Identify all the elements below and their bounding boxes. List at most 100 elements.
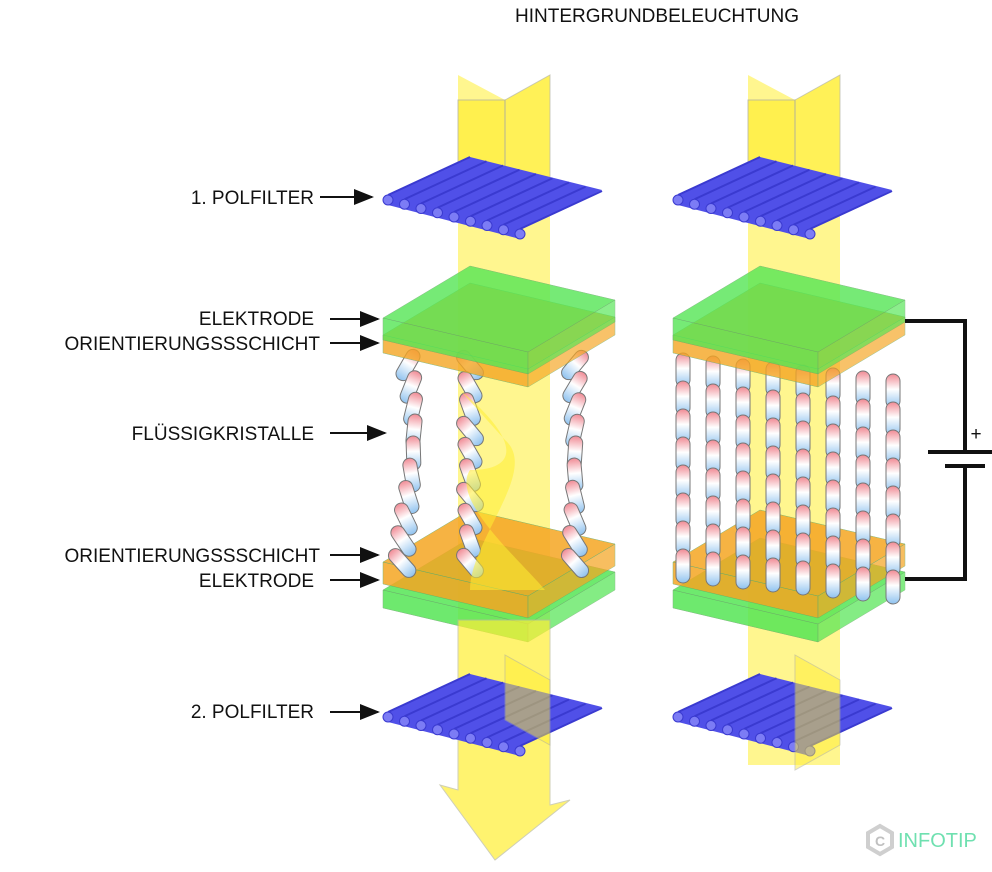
electrode-top-top	[382, 265, 616, 353]
polfilter-1-rod	[760, 177, 843, 218]
liquid-crystal	[675, 548, 691, 584]
polfilter-1-rod-end	[722, 207, 733, 219]
polfilter-1-rod-end	[738, 211, 750, 223]
stack-off-state	[382, 74, 616, 861]
liquid-crystal	[563, 502, 587, 536]
liquid-crystal	[563, 392, 587, 426]
polfilter-1-rod-end	[705, 203, 717, 214]
liquid-crystal	[855, 566, 871, 602]
polfilter-1-rod-end	[399, 198, 410, 210]
polfilter-2-rod	[677, 673, 761, 713]
label-orientierung-top: ORIENTIERUNGSSSCHICHT	[65, 334, 321, 355]
polfilter-2-rod-end	[498, 741, 509, 753]
polfilter-2-rod	[694, 677, 777, 718]
polfilter-1-rod-end	[771, 220, 783, 231]
labels: 1. POLFILTER ELEKTRODE ORIENTIERUNGSSSCH…	[65, 188, 387, 723]
polfilter-1-rod	[486, 181, 570, 222]
liquid-crystal	[457, 436, 483, 470]
polfilter-2-rod-end	[382, 711, 394, 723]
logo-text: INFOTIP	[898, 830, 977, 852]
liquid-crystal	[398, 479, 420, 515]
polfilter-1-rod-end	[465, 215, 476, 227]
polfilter-1-rod-end	[448, 211, 460, 223]
polfilter-1	[678, 157, 892, 239]
light-plane-output	[504, 654, 551, 746]
polfilter-2-rod-end	[738, 728, 750, 740]
polfilter-1-rod	[776, 181, 860, 222]
liquid-crystal	[457, 370, 483, 404]
polfilter-2-rod-end	[432, 724, 443, 736]
polfilter-1-rod	[453, 173, 537, 213]
polfilter-1-rod	[727, 168, 810, 209]
logo-hexagon-icon	[866, 823, 894, 857]
liquid-crystal	[390, 525, 417, 557]
polfilter-1-rod-end	[498, 224, 509, 236]
polfilter-1-rod-end	[804, 228, 816, 240]
liquid-crystal	[705, 551, 721, 587]
liquid-crystal	[885, 569, 901, 605]
liquid-crystal	[399, 370, 423, 404]
label-polfilter-1: 1. POLFILTER	[191, 188, 314, 209]
polfilter-1-rod	[519, 190, 603, 230]
polfilter-1	[388, 157, 602, 239]
polfilter-1-rod	[437, 168, 520, 209]
polfilter-1-rod	[793, 185, 876, 226]
liquid-crystal	[735, 554, 751, 590]
polfilter-2-rod-end	[399, 715, 410, 727]
polfilter-1-rod	[743, 173, 827, 213]
polfilter-1-rod	[710, 164, 794, 205]
polfilter-2-rod-end	[771, 737, 783, 748]
polfilter-1-rod-end	[755, 215, 766, 227]
polfilter-2-rod-end	[705, 720, 717, 731]
label-elektrode-bottom: ELEKTRODE	[199, 571, 314, 592]
polfilter-2-rod-end	[415, 720, 427, 731]
polfilter-1-rod-end	[382, 194, 394, 206]
light-plane-output	[794, 654, 841, 771]
liquid-crystal	[562, 370, 588, 404]
label-elektrode-top: ELEKTRODE	[199, 309, 314, 330]
polfilter-1-rod-end	[432, 207, 443, 219]
polfilter-2-rod	[387, 673, 471, 713]
polfilter-2-rod-end	[722, 724, 733, 736]
backlight-title: HINTERGRUNDBELEUCHTUNG	[515, 6, 799, 27]
polfilter-2-rod	[404, 677, 487, 718]
infotip-logo: C INFOTIP	[866, 823, 977, 857]
polfilter-1-rod	[404, 160, 487, 201]
polfilter-2-rod-end	[689, 715, 700, 727]
liquid-crystal	[457, 502, 483, 536]
label-polfilter-2: 2. POLFILTER	[191, 702, 314, 723]
polfilter-1-rod-end	[415, 203, 427, 214]
battery-circuit	[905, 319, 992, 581]
label-fluessigkristalle: FLÜSSIGKRISTALLE	[132, 424, 314, 445]
polfilter-1-rod	[677, 156, 761, 196]
polfilter-1-rod	[809, 190, 893, 230]
polfilter-2-rod	[710, 681, 794, 722]
electrode-top-top	[672, 265, 906, 353]
liquid-crystal	[456, 415, 484, 447]
liquid-crystal	[394, 502, 418, 536]
polfilter-1-rod	[420, 164, 504, 205]
polfilter-1-rod-end	[788, 224, 799, 236]
liquid-crystal	[387, 548, 417, 578]
liquid-crystal	[459, 524, 481, 558]
polfilter-1-rod	[503, 185, 586, 226]
polfilter-2-rod-end	[672, 711, 684, 723]
polfilter-1-rod	[470, 177, 553, 218]
polfilter-2-rod	[420, 681, 504, 722]
polfilter-1-rod-end	[481, 220, 493, 231]
polfilter-2-rod-end	[755, 732, 766, 744]
polfilter-1-rod	[387, 156, 471, 196]
liquid-crystal	[765, 557, 781, 593]
polfilter-2-rod-end	[514, 745, 526, 757]
polfilter-1-rod-end	[514, 228, 526, 240]
polfilter-2-rod-end	[448, 728, 460, 740]
stack-on-state	[672, 74, 906, 771]
twisted-light	[460, 390, 545, 590]
polfilter-1-rod-end	[689, 198, 700, 210]
polfilter-2-rod	[519, 707, 603, 747]
polfilter-2-rod-end	[481, 737, 493, 748]
polfilter-2-rod-end	[465, 732, 476, 744]
liquid-crystal	[795, 560, 811, 596]
battery-plus-sign: +	[970, 424, 981, 445]
